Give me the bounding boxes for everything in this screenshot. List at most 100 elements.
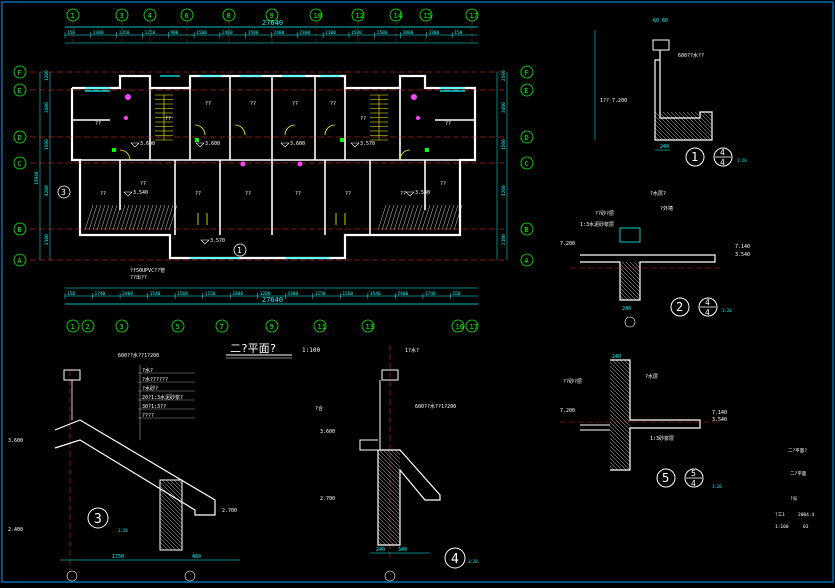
dim-value: 1560: [177, 291, 188, 297]
detail-3-dim-a: 1750: [112, 554, 124, 560]
stairs-left: [155, 94, 173, 141]
axis-bubble-side: [13, 83, 27, 97]
room-label: ??: [400, 191, 406, 197]
axis-label-bottom: 16: [456, 323, 464, 331]
section-marker-1-num: 1: [237, 246, 242, 255]
axis-bubble-side: [13, 65, 27, 79]
dim-value: 1740: [95, 291, 106, 297]
detail-1-top-dim: 60 60: [653, 18, 668, 24]
detail-1-num: 1: [691, 150, 698, 164]
room-label: ??: [245, 191, 251, 197]
detail-4-note-b: ?合: [315, 405, 323, 412]
elevation-value: 3.600: [205, 141, 220, 147]
dim-value: 150: [67, 291, 75, 297]
elevation-value: 3.600: [290, 141, 305, 147]
axis-bubble-bottom: [215, 319, 229, 333]
detail-3-num: 3: [94, 512, 102, 527]
detail-3-elev-b: 2.700: [222, 508, 237, 514]
detail-5: ??砂?层 ?水层 1:3砂浆层 7.200 7.140 3.540 240 5…: [560, 354, 727, 489]
dim-value: 2000: [403, 30, 414, 36]
axis-label-top: 17: [470, 12, 478, 20]
detail-1-ref-marker: [713, 147, 733, 167]
axis-label-top: 4: [148, 12, 152, 20]
title-block-text: 1:100: [775, 524, 789, 530]
detail-4-axis-bubble: [384, 570, 396, 582]
detail-5-elev-c: 3.540: [712, 417, 727, 423]
axis-bubble-bottom: [115, 319, 129, 333]
side-dim-left: 2100: [44, 234, 50, 245]
detail-1-marker: [685, 147, 705, 167]
axis-bubble-bottom: [361, 319, 375, 333]
detail-2-note-a: ??砂?层: [595, 210, 614, 217]
plan-title: 二?平面?: [230, 342, 276, 355]
axis-label-top: 12: [356, 12, 364, 20]
detail-2-note-c: 1:3水泥砂浆层: [580, 221, 614, 228]
outflow-note: ??出??: [130, 274, 147, 281]
room-label: ??: [140, 181, 146, 187]
axis-bubble-bottom: [313, 319, 327, 333]
detail-1-scale: 1:20: [737, 158, 747, 163]
detail-3-dim-b: 460: [192, 554, 201, 560]
room-label: ??: [250, 101, 256, 107]
dim-value: 1540: [370, 291, 381, 297]
side-dim-right: 3400: [501, 102, 507, 113]
dim-value: 1500: [248, 30, 259, 36]
detail-5-num: 5: [662, 471, 669, 485]
axis-label-bottom: 5: [176, 323, 180, 331]
dim-value: 1560: [342, 291, 353, 297]
axis-label-top: 3: [120, 12, 124, 20]
side-dims: 1200340015004200210015940250034001500420…: [34, 70, 508, 260]
dim-value: 900: [170, 30, 178, 36]
elevation-value: 3.570: [360, 141, 375, 147]
dim-value: 1350: [119, 30, 130, 36]
dim-value: 150: [67, 30, 75, 36]
detail-3-layer-note: 30?1:3??: [142, 404, 166, 410]
detail-2-ref-bot: 4: [705, 308, 710, 317]
detail-4-dim: 340: [398, 547, 407, 553]
detail-5-ref-bot: 4: [691, 479, 696, 488]
detail-2-elev-c: 3.540: [735, 252, 750, 258]
section-marker-3-num: 3: [61, 188, 66, 197]
title-block-text: 2004.4: [798, 512, 815, 518]
detail-4-dim-b: 240: [376, 547, 385, 553]
interior-walls: [72, 76, 475, 235]
dim-value: 2300: [93, 30, 104, 36]
room-label: ??: [205, 101, 211, 107]
plan-scale: 1:100: [302, 347, 320, 354]
fixtures: [124, 94, 420, 167]
dim-value: 3300: [232, 291, 243, 297]
side-dim-left: 1200: [44, 70, 50, 81]
room-labels: ????????????????????????????????: [95, 101, 451, 197]
axis-label-side: B: [525, 226, 529, 234]
detail-3: ?水??水???????水砂?20?1:3水泥砂浆?30?1:3?????? 6…: [8, 352, 240, 582]
axis-label-side: E: [525, 87, 529, 95]
detail-3-marker: [87, 507, 109, 529]
dim-value: 1540: [150, 291, 161, 297]
dim-value: 1150: [205, 291, 216, 297]
detail-5-ref-top: 5: [691, 469, 696, 478]
detail-1-note-b: 1?? 7.200: [600, 98, 627, 104]
dim-value: 2100: [325, 30, 336, 36]
axis-label-side: A: [18, 257, 23, 265]
detail-4-note-c: 600??水??1?200: [415, 403, 456, 410]
axis-label-bottom: 1: [71, 323, 75, 331]
axis-label-bottom: 9: [270, 323, 274, 331]
room-label: ??: [165, 116, 171, 122]
axis-bubble-side: [520, 83, 534, 97]
elevation-value: 3.570: [210, 238, 225, 244]
title-block-text: ?工1: [775, 512, 785, 518]
axis-label-top: 6: [185, 12, 189, 20]
room-label: ??: [345, 191, 351, 197]
axis-bubble-side: [520, 65, 534, 79]
room-label: ??: [100, 191, 106, 197]
axis-bubble-side: [520, 130, 534, 144]
room-label: ??: [440, 181, 446, 187]
side-dim-left: 3400: [44, 102, 50, 113]
axis-label-bottom: 7: [220, 323, 224, 331]
axis-label-bottom: 17: [470, 323, 478, 331]
